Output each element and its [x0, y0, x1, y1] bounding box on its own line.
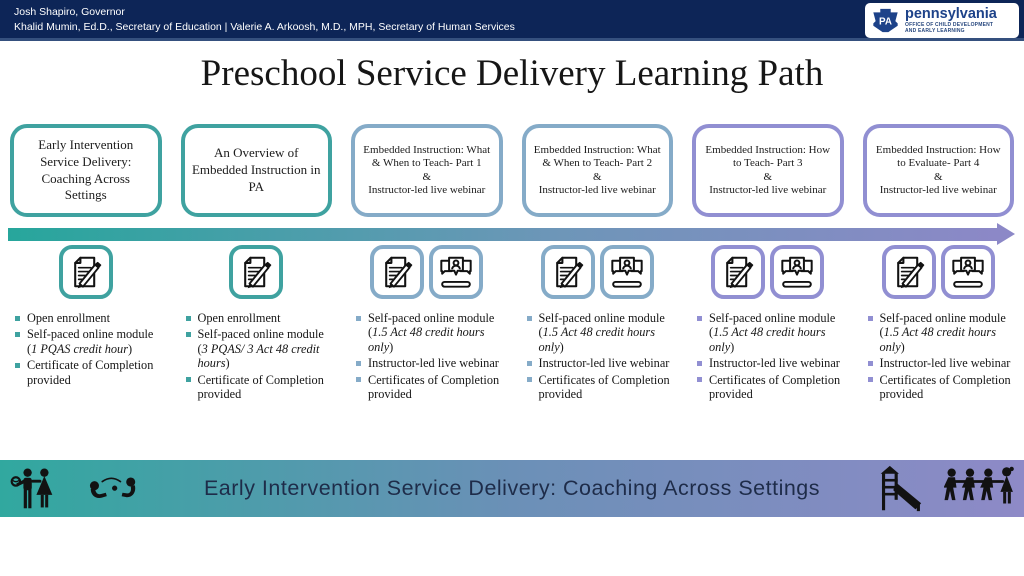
header-bar: Josh Shapiro, Governor Khalid Mumin, Ed.… — [0, 0, 1024, 41]
pa-keystone-icon: PA — [873, 8, 898, 33]
svg-text:PA: PA — [879, 17, 892, 28]
banner-left-icons — [10, 460, 139, 517]
webinar-icon — [770, 245, 825, 299]
course-box-line: & — [763, 170, 773, 183]
course-box: Embedded Instruction: How to Evaluate- P… — [862, 124, 1014, 217]
course-detail-item: Certificates of Completion provided — [526, 373, 674, 402]
course-box-line: Early Intervention Service Delivery: Coa… — [38, 136, 134, 203]
course-detail-item: Certificate of Completion provided — [185, 373, 333, 402]
course-box: Embedded Instruction: What & When to Tea… — [351, 124, 503, 217]
course-box-line: Instructor-led live webinar — [538, 183, 656, 196]
learning-path-arrow — [8, 223, 1015, 245]
course-format-icons — [522, 245, 674, 299]
self-paced-module-icon — [58, 245, 113, 299]
course-box-line: Embedded Instruction: How to Evaluate- P… — [875, 143, 1001, 170]
course-detail-item: Self-paced online module (1.5 Act 48 cre… — [697, 311, 844, 354]
course-detail-item: Open enrollment — [185, 311, 333, 325]
course-detail-item: Instructor-led live webinar — [697, 356, 844, 370]
course-box-line: & — [422, 170, 432, 183]
course-detail-item: Self-paced online module (1 PQAS credit … — [15, 327, 162, 356]
course-format-icons — [692, 245, 844, 299]
course-box-line: Instructor-led live webinar — [709, 183, 827, 196]
course-detail-item: Certificate of Completion provided — [15, 358, 162, 387]
self-paced-module-icon — [229, 245, 284, 299]
governor-line: Josh Shapiro, Governor — [14, 6, 125, 18]
course-box-line: Embedded Instruction: What & When to Tea… — [533, 143, 661, 170]
course-details-list: Self-paced online module (1.5 Act 48 cre… — [522, 311, 674, 403]
course-format-icons — [181, 245, 333, 299]
course-detail-item: Open enrollment — [15, 311, 162, 325]
learning-path-column: Embedded Instruction: How to Evaluate- P… — [862, 124, 1015, 403]
banner-title: Early Intervention Service Delivery: Coa… — [203, 476, 821, 500]
pa-odel-logo: PA pennsylvania OFFICE OF CHILD DEVELOPM… — [865, 3, 1019, 38]
course-detail-item: Certificates of Completion provided — [867, 373, 1015, 402]
learning-path-columns: Early Intervention Service Delivery: Coa… — [10, 124, 1014, 403]
page-title: Preschool Service Delivery Learning Path — [200, 53, 824, 94]
toddlers-ball-icon — [87, 475, 139, 503]
course-box-line: Embedded Instruction: What & When to Tea… — [363, 143, 491, 170]
footer-banner: Early Intervention Service Delivery: Coa… — [0, 460, 1024, 517]
course-box-line: Embedded Instruction: How to Teach- Part… — [705, 143, 831, 170]
logo-office-line1: OFFICE OF CHILD DEVELOPMENT — [905, 22, 994, 28]
course-details-list: Self-paced online module (1.5 Act 48 cre… — [351, 311, 503, 403]
learning-path-column: Early Intervention Service Delivery: Coa… — [10, 124, 162, 403]
course-detail-item: Instructor-led live webinar — [867, 356, 1015, 370]
logo-brand: pennsylvania — [905, 5, 997, 22]
self-paced-module-icon — [881, 245, 936, 299]
course-box: An Overview of Embedded Instruction in P… — [180, 124, 332, 217]
course-box: Embedded Instruction: What & When to Tea… — [521, 124, 673, 217]
logo-text: pennsylvania OFFICE OF CHILD DEVELOPMENT… — [905, 5, 997, 35]
self-paced-module-icon — [711, 245, 766, 299]
secretaries-line: Khalid Mumin, Ed.D., Secretary of Educat… — [14, 21, 515, 34]
course-detail-item: Self-paced online module (1.5 Act 48 cre… — [356, 311, 503, 354]
course-box-line: & — [933, 170, 943, 183]
course-details-list: Self-paced online module (1.5 Act 48 cre… — [863, 311, 1015, 403]
course-box-line: Instructor-led live webinar — [879, 183, 997, 196]
webinar-icon — [940, 245, 995, 299]
course-detail-item: Self-paced online module (1.5 Act 48 cre… — [526, 311, 674, 354]
course-box-line: & — [592, 170, 602, 183]
course-format-icons — [10, 245, 162, 299]
logo-office-line2: AND EARLY LEARNING — [905, 28, 965, 35]
learning-path-column: An Overview of Embedded Instruction in P… — [180, 124, 333, 403]
course-box: Embedded Instruction: How to Teach- Part… — [692, 124, 844, 217]
course-detail-item: Instructor-led live webinar — [526, 356, 674, 370]
self-paced-module-icon — [370, 245, 425, 299]
course-details-list: Self-paced online module (1.5 Act 48 cre… — [692, 311, 844, 403]
course-detail-item: Self-paced online module (3 PQAS/ 3 Act … — [185, 327, 333, 370]
course-detail-item: Self-paced online module (1.5 Act 48 cre… — [867, 311, 1015, 354]
family-icon — [10, 467, 72, 511]
webinar-icon — [599, 245, 654, 299]
course-detail-item: Certificates of Completion provided — [356, 373, 503, 402]
self-paced-module-icon — [540, 245, 595, 299]
course-box-line: Instructor-led live webinar — [368, 183, 486, 196]
course-box-line: An Overview of Embedded Instruction in P… — [191, 145, 321, 194]
course-detail-item: Certificates of Completion provided — [697, 373, 844, 402]
banner-right-icons — [875, 460, 1016, 517]
learning-path-column: Embedded Instruction: What & When to Tea… — [351, 124, 503, 403]
course-format-icons — [351, 245, 503, 299]
learning-path-column: Embedded Instruction: How to Teach- Part… — [692, 124, 844, 403]
course-detail-item: Instructor-led live webinar — [356, 356, 503, 370]
webinar-icon — [429, 245, 484, 299]
playground-slide-icon — [875, 465, 929, 512]
course-format-icons — [863, 245, 1015, 299]
learning-path-column: Embedded Instruction: What & When to Tea… — [521, 124, 674, 403]
children-walking-icon — [944, 466, 1016, 511]
course-box: Early Intervention Service Delivery: Coa… — [10, 124, 162, 217]
